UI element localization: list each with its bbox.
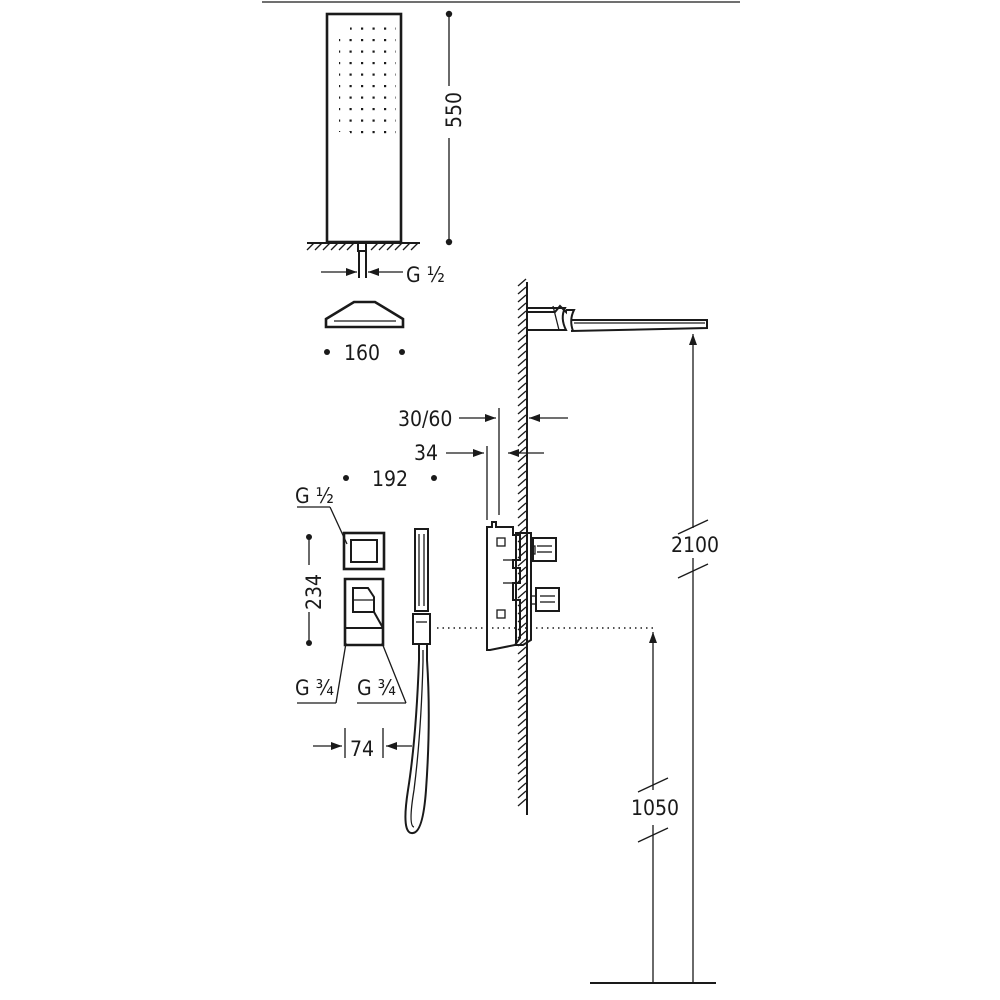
shower-head-side-view <box>324 300 405 329</box>
shower-head-width-label: 160 <box>344 341 380 365</box>
diverter-box <box>342 531 386 571</box>
valve-height-label: 234 <box>302 574 326 610</box>
overhead-height-label: 2100 <box>671 533 719 557</box>
shower-head-front-view <box>306 12 420 278</box>
valve-body-side-view <box>486 521 560 651</box>
valve-height-from-floor-label: 1050 <box>631 796 679 820</box>
valve-width-label: 192 <box>372 467 408 491</box>
outlet-spacing-label: 74 <box>350 737 374 761</box>
wall-depth-label: 30/60 <box>398 407 452 431</box>
plate-depth-label: 34 <box>414 441 438 465</box>
hand-shower <box>404 528 431 835</box>
valve-front-view <box>342 531 386 647</box>
hand-shower-holder <box>412 613 431 645</box>
wall-section <box>517 278 528 815</box>
overhead-arm <box>526 304 708 332</box>
hand-shower-hose <box>404 644 430 835</box>
outlet-thread-left-label: G ¾ <box>295 676 334 700</box>
dim-1050 <box>637 632 669 982</box>
ceiling-hatch <box>306 242 419 251</box>
dim-2100 <box>677 334 709 982</box>
inlet-thread-top-label: G ½ <box>406 263 445 287</box>
shower-head-height-label: 550 <box>442 92 466 128</box>
dim-550 <box>445 10 453 246</box>
valve-inlet-thread-label: G ½ <box>295 484 334 508</box>
outlet-thread-right-label: G ¾ <box>357 676 396 700</box>
